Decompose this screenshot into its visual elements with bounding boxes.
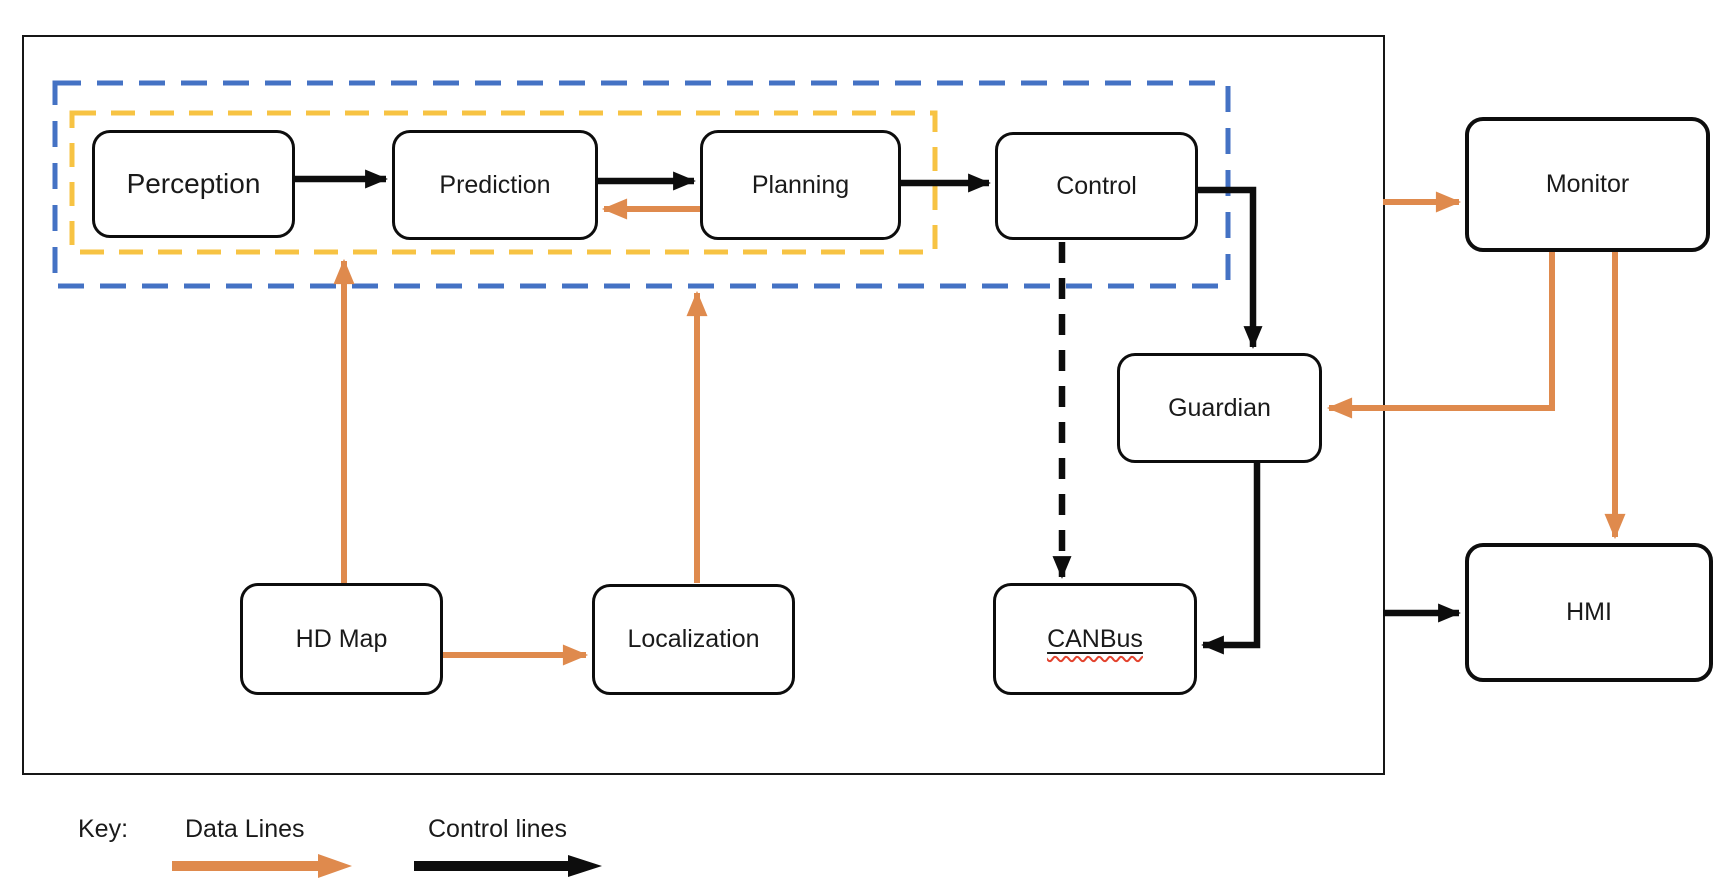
node-label-planning: Planning	[751, 170, 850, 199]
node-prediction: Prediction	[392, 130, 598, 240]
node-canbus: CANBus	[993, 583, 1197, 695]
node-label-canbus: CANBus	[1047, 625, 1143, 654]
blue-dashed-group	[52, 80, 1231, 289]
legend: Key: Data Lines Control lines	[0, 771, 1732, 882]
node-control: Control	[995, 132, 1198, 240]
legend-data-lines-label: Data Lines	[185, 815, 305, 843]
node-monitor: Monitor	[1465, 117, 1710, 252]
node-label-prediction: Prediction	[439, 170, 551, 199]
node-label-localization: Localization	[627, 625, 760, 653]
edge-guardian-to-canbus	[1201, 463, 1261, 655]
control-line-arrow-icon	[414, 855, 602, 877]
edge-monitor-to-guardian	[1326, 252, 1555, 419]
edge-control-to-guardian	[1198, 186, 1263, 349]
node-guardian: Guardian	[1117, 353, 1322, 463]
legend-title: Key:	[78, 815, 129, 843]
node-label-guardian: Guardian	[1168, 393, 1271, 422]
node-label-hmi: HMI	[1566, 598, 1612, 626]
node-label-text-canbus: CANBus	[1047, 624, 1143, 653]
yellow-dashed-group	[69, 110, 938, 255]
node-planning: Planning	[700, 130, 901, 240]
node-label-hd-map: HD Map	[295, 624, 388, 653]
node-label-control: Control	[1056, 171, 1137, 200]
group-rect-layer	[52, 80, 1231, 289]
node-hd-map: HD Map	[240, 583, 443, 695]
node-hmi: HMI	[1465, 543, 1713, 682]
node-label-monitor: Monitor	[1545, 170, 1630, 198]
edge-layer	[295, 169, 1626, 666]
node-localization: Localization	[592, 584, 795, 695]
legend-control-lines-label: Control lines	[428, 815, 567, 843]
node-perception: Perception	[92, 130, 295, 238]
node-label-perception: Perception	[126, 168, 261, 199]
data-line-arrow-icon	[172, 854, 352, 878]
